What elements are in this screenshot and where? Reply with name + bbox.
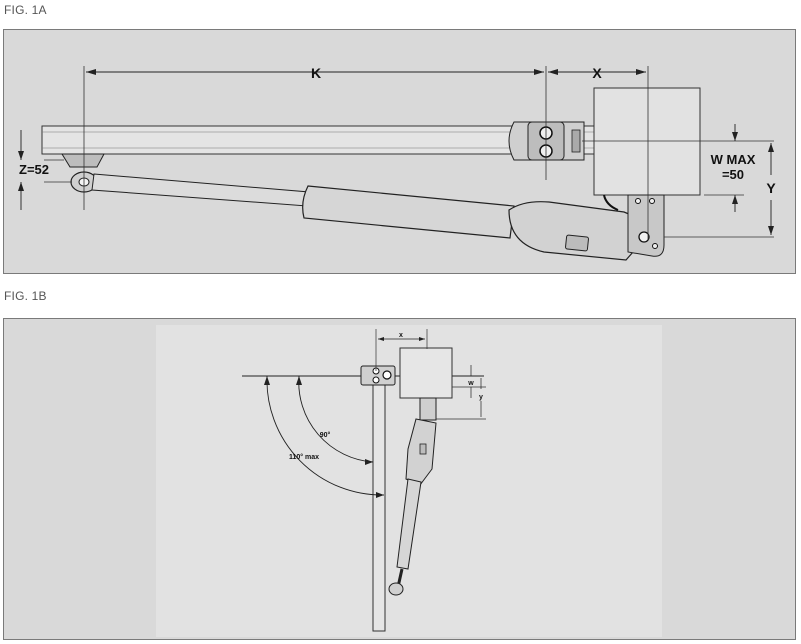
angle-90-arc: 90° <box>296 375 374 465</box>
post-block <box>593 87 701 196</box>
dimension-x-label: X <box>592 65 602 81</box>
dimension-z: Z=52 <box>18 130 49 210</box>
dimension-y: Y <box>766 143 776 235</box>
figure-1b-caption: FIG. 1B <box>4 289 47 303</box>
angle-90-label: 90° <box>320 431 331 439</box>
dimension-w-max: W MAX =50 <box>704 124 756 212</box>
gate-hinge <box>508 121 585 161</box>
dimension-y-top-view: y <box>479 378 483 417</box>
figure-1b-panel: x w y 90° 110° max <box>3 318 796 640</box>
figure-1a-panel: K X W MAX =50 Y <box>3 29 796 274</box>
actuator-cylinder <box>302 185 515 239</box>
dimension-z-label: Z=52 <box>19 162 49 177</box>
dimension-x-top-label: x <box>399 332 403 339</box>
piston-rod <box>91 173 310 207</box>
gate-hinge-top-view <box>360 365 396 386</box>
dimension-x-top-view: x <box>378 332 425 341</box>
front-bracket-top-view <box>388 582 404 596</box>
figure-1a-caption: FIG. 1A <box>4 3 47 17</box>
actuator-cylinder-top-view <box>396 478 422 570</box>
figure-1a-drawing: K X W MAX =50 Y <box>18 65 776 261</box>
rear-bracket <box>627 194 665 257</box>
gate-leaf-open <box>372 382 386 632</box>
figure-1b-drawing: x w y 90° 110° max <box>156 325 662 637</box>
dimension-x: X <box>548 65 646 81</box>
angle-110-label: 110° max <box>289 453 319 461</box>
motor-housing <box>508 201 642 261</box>
post-block-top-view <box>399 347 453 399</box>
dimension-y-top-label: y <box>479 394 483 401</box>
dimension-w-top-view: w <box>467 365 474 398</box>
rear-bracket-top-view <box>419 397 437 421</box>
dimension-w-top-label: w <box>467 380 474 387</box>
dimension-w-max-value: =50 <box>722 167 744 182</box>
dimension-w-max-label: W MAX <box>711 152 756 167</box>
dimension-y-label: Y <box>766 180 776 196</box>
angle-110-arc: 110° max <box>264 375 385 498</box>
dimension-k-label: K <box>311 65 321 81</box>
dimension-k: K <box>86 65 544 81</box>
